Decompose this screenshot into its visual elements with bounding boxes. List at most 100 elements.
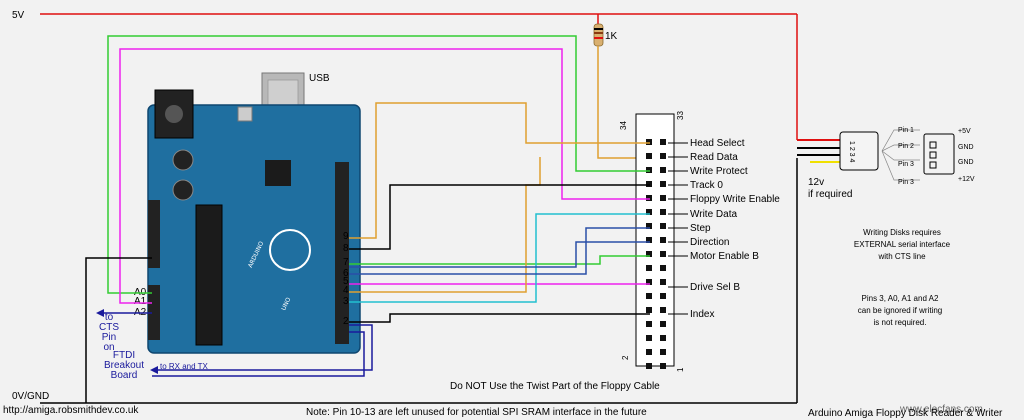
wire-orange-readdata	[349, 157, 541, 293]
resistor-band-1	[594, 28, 603, 30]
arduino-pin-a1: A1	[134, 296, 147, 307]
signal-index: Index	[690, 309, 714, 320]
floppy-pin	[660, 153, 666, 159]
ftdi-line-1: FTDI	[113, 350, 135, 361]
if-required-label: if required	[808, 189, 852, 200]
floppy-pin	[646, 321, 652, 327]
twelve-v-label: 12v	[808, 177, 824, 188]
wire-black-track0	[349, 184, 650, 250]
arduino-board: USB ARDUINO UNO	[147, 72, 361, 354]
signal-motor-enable-b: Motor Enable B	[690, 251, 759, 262]
resistor-band-2	[594, 32, 603, 34]
floppy-pin	[660, 349, 666, 355]
floppy-pin	[646, 223, 652, 229]
header-power	[148, 200, 160, 268]
ftdi-line-3: Board	[111, 370, 138, 381]
signal-floppy-write-enable: Floppy Write Enable	[690, 194, 780, 205]
floppy-pin	[660, 363, 666, 369]
cts-arrow	[96, 309, 104, 317]
floppy-pin	[660, 251, 666, 257]
floppy-pin	[646, 153, 652, 159]
floppy-pin	[646, 181, 652, 187]
floppy-pin	[646, 279, 652, 285]
power-leader-lines	[881, 129, 920, 181]
floppy-pin	[660, 279, 666, 285]
arduino-pin-3: 3	[343, 296, 349, 307]
note-serial-1: Writing Disks requires	[863, 228, 941, 237]
note-ignore-2: can be ignored if writing	[858, 306, 943, 315]
floppy-pin	[660, 139, 666, 145]
floppy-pin	[646, 251, 652, 257]
resistor-to-read-data	[597, 46, 640, 159]
capacitor-2	[172, 179, 194, 201]
note-ignore-3: is not required.	[874, 318, 927, 327]
reset-button	[237, 106, 253, 122]
footer-url: http://amiga.robsmithdev.co.uk	[3, 405, 139, 416]
floppy-pin	[646, 195, 652, 201]
resistor-value: 1K	[605, 31, 618, 42]
arduino-pin-2: 2	[343, 316, 349, 327]
floppy-pin-grid	[646, 139, 666, 369]
note-spi: Note: Pin 10-13 are left unused for pote…	[306, 407, 647, 418]
floppy-pin	[660, 237, 666, 243]
usb-label: USB	[309, 73, 330, 84]
floppy-pin	[660, 335, 666, 341]
floppy-pin-34: 34	[619, 121, 628, 130]
header-digital	[335, 262, 349, 344]
note-twist: Do NOT Use the Twist Part of the Floppy …	[450, 381, 660, 392]
power-rail-5v: +5V	[958, 128, 971, 135]
wire-blue-direction	[349, 241, 650, 268]
wire-black-index	[349, 313, 650, 323]
floppy-pin	[646, 209, 652, 215]
note-ignore-1: Pins 3, A0, A1 and A2	[862, 294, 940, 303]
arduino-pin-9: 9	[343, 231, 349, 242]
floppy-pin	[646, 363, 652, 369]
floppy-pin-33: 33	[676, 111, 685, 120]
ftdi-line-2: Breakout	[104, 360, 144, 371]
rx-arrow	[150, 366, 158, 374]
floppy-pin	[660, 195, 666, 201]
floppy-pin	[660, 223, 666, 229]
wire-black-gnd	[85, 257, 152, 403]
wire-green-motor	[349, 255, 650, 265]
power-connector: 1 2 3 4	[839, 129, 955, 181]
usb-chip	[265, 160, 291, 186]
footer-title: Arduino Amiga Floppy Disk Reader & Write…	[808, 408, 1003, 419]
signal-drive-sel-b: Drive Sel B	[690, 282, 740, 293]
cts-line-2: CTS	[99, 322, 119, 333]
signal-direction: Direction	[690, 237, 729, 248]
note-serial-2: EXTERNAL serial interface	[854, 240, 951, 249]
wire-navy-tx	[152, 331, 365, 377]
power-pin-2: Pin 2	[898, 143, 914, 150]
wire-cyan	[349, 213, 650, 303]
floppy-pin	[646, 265, 652, 271]
board-pcb	[147, 104, 361, 354]
cts-line-1: to	[105, 312, 114, 323]
wire-blue-step	[349, 227, 650, 275]
signal-read-data: Read Data	[690, 152, 738, 163]
floppy-pin	[660, 307, 666, 313]
floppy-pin	[660, 321, 666, 327]
molex-hole-3	[929, 161, 937, 169]
floppy-pin	[660, 209, 666, 215]
signal-step: Step	[690, 223, 711, 234]
wire-navy-rx	[152, 324, 373, 371]
footer-watermark: www.elecfans.com	[899, 404, 983, 415]
arduino-pin-6: 6	[343, 268, 349, 279]
arduino-logo	[269, 229, 311, 271]
vcc-label: 5V	[12, 10, 25, 21]
dc-jack-socket	[165, 105, 183, 123]
molex-icon	[923, 133, 955, 175]
molex-hole-2	[929, 151, 937, 159]
floppy-pin	[646, 307, 652, 313]
floppy-pin	[660, 293, 666, 299]
floppy-pin-2: 2	[621, 355, 630, 360]
resistor-body	[593, 23, 604, 47]
power-connector-numbers: 1 2 3 4	[848, 141, 855, 163]
wire-orange	[349, 102, 650, 239]
signal-ticks	[668, 142, 688, 315]
cts-line-4: on	[103, 342, 114, 353]
ftdi-rxtx: to RX and TX	[160, 362, 209, 371]
power-pin-1: Pin 1	[898, 127, 914, 134]
